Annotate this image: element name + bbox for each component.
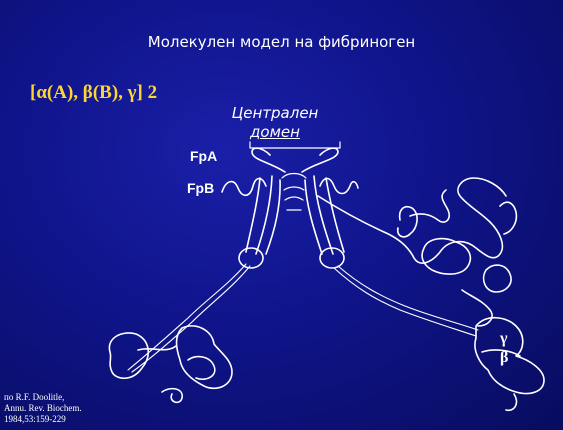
left-arm-inner	[266, 180, 280, 254]
central-domain-bracket	[250, 142, 340, 148]
left-tail	[162, 389, 182, 403]
left-d-oval	[239, 248, 263, 268]
fpa-right-loop	[302, 148, 338, 172]
gamma-label: γ	[500, 330, 507, 348]
alpha-c-chain	[318, 178, 506, 263]
gamma-beta-nodule	[475, 318, 544, 394]
fpa-left-loop	[252, 148, 285, 172]
fpb-label: FpB	[187, 180, 214, 196]
right-strand	[334, 266, 478, 336]
fpa-label: FpA	[190, 148, 217, 164]
citation-line3: 1984,53:159-229	[4, 414, 144, 425]
citation-line2: Annu. Rev. Biochem.	[4, 403, 144, 414]
alpha-c-domain-1	[422, 239, 470, 274]
citation-line1: по R.F. Doolitle,	[4, 392, 144, 403]
alpha-c-chain-2	[410, 190, 449, 222]
right-tail	[506, 394, 516, 410]
alpha-c-domain-2	[484, 265, 511, 292]
beta-label: β	[500, 349, 508, 367]
citation: по R.F. Doolitle, Annu. Rev. Biochem. 19…	[4, 392, 144, 425]
left-globule-3	[188, 357, 215, 380]
left-globule-1	[109, 333, 148, 378]
alpha-c-loop-1	[398, 207, 417, 237]
left-globule-link	[138, 346, 176, 350]
central-knot	[282, 174, 306, 211]
left-arm-outer	[246, 178, 260, 252]
alpha-c-lower	[462, 290, 492, 326]
alpha-c-upper-right	[500, 202, 516, 234]
left-strand	[128, 264, 250, 372]
right-arm-mid	[314, 176, 333, 254]
right-arm-inner	[305, 180, 322, 254]
